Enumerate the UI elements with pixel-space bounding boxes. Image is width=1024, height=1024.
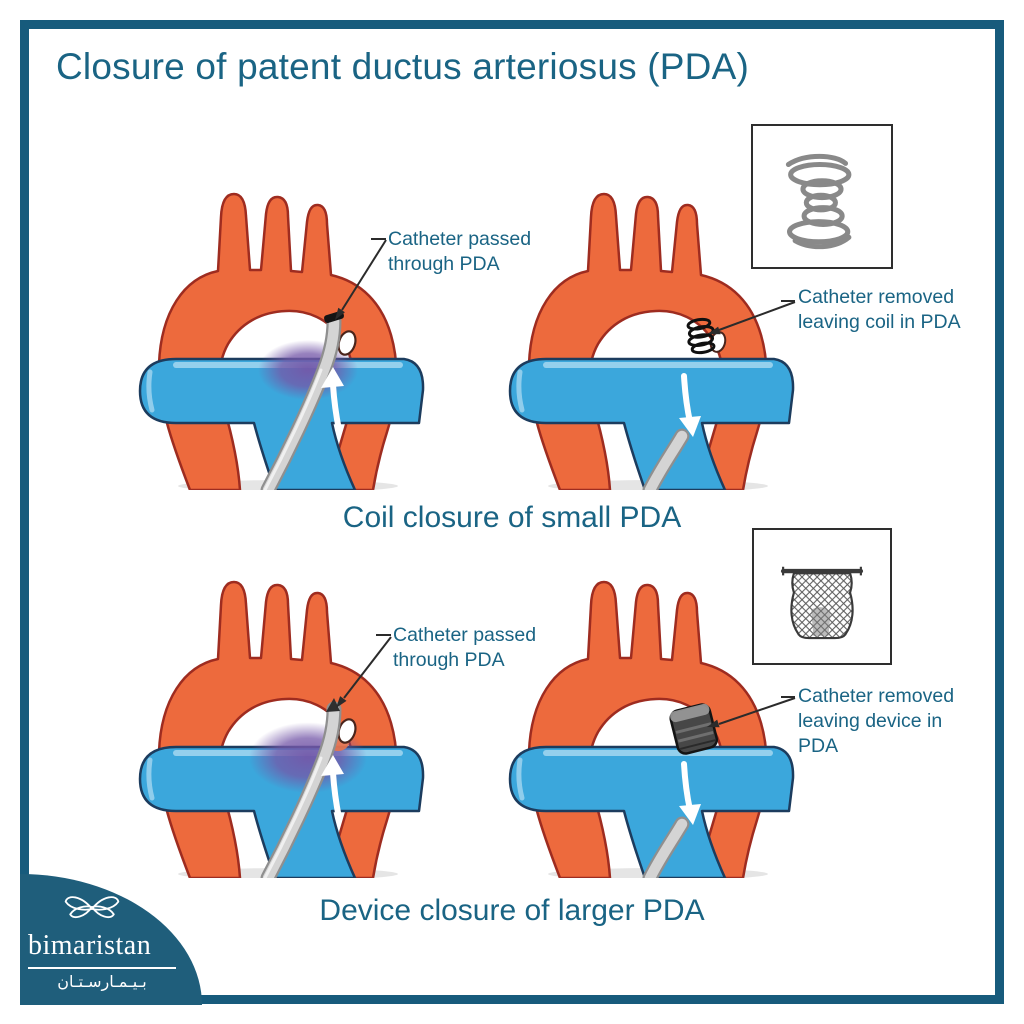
brand-name-arabic: بـيـمـارسـتـان xyxy=(57,972,147,991)
coil-inset-box xyxy=(751,124,893,269)
caption-device-closure: Device closure of larger PDA xyxy=(319,894,705,927)
coil-spring-icon xyxy=(785,153,852,249)
label-catheter-removed-coil: Catheter removed leaving coil in PDA xyxy=(798,286,961,333)
brand-name: bimaristan xyxy=(28,930,152,961)
illustration-catheter-through-small-pda xyxy=(128,172,428,490)
device-inset-box xyxy=(752,528,892,665)
brand-divider xyxy=(28,967,176,969)
page-title: Closure of patent ductus arteriosus (PDA… xyxy=(56,46,750,87)
label-catheter-removed-device: Catheter removed leaving device in PDA xyxy=(798,685,955,757)
label-catheter-passed-bottom: Catheter passed through PDA xyxy=(393,624,537,671)
border-frame xyxy=(20,20,1004,1004)
mesh-device-icon xyxy=(780,566,864,639)
butterfly-leaves-icon xyxy=(64,896,120,919)
caption-coil-closure: Coil closure of small PDA xyxy=(342,501,682,534)
illustration-catheter-through-larger-pda xyxy=(128,560,428,878)
label-catheter-passed-top: Catheter passed through PDA xyxy=(388,228,532,275)
